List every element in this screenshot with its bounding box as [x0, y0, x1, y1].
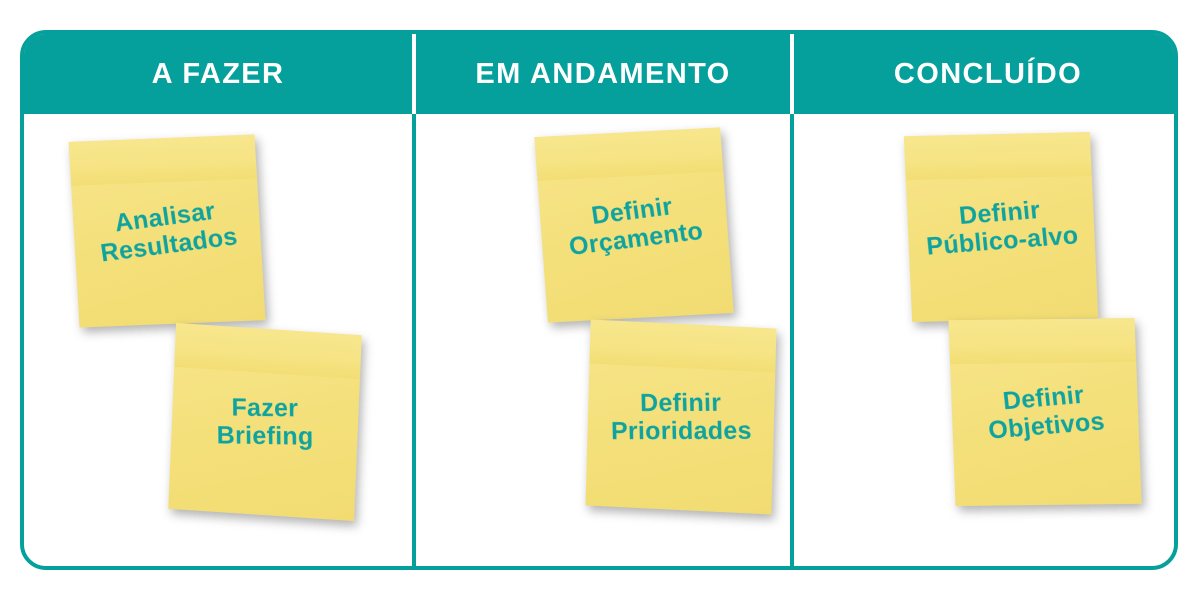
sticky-note[interactable]: Definir Orçamento — [534, 127, 734, 323]
note-label: Definir Público-alvo — [925, 196, 1080, 261]
note-label: Definir Prioridades — [610, 388, 753, 446]
sticky-note[interactable]: Definir Público-alvo — [903, 131, 1099, 323]
note-label: Definir Orçamento — [567, 192, 705, 261]
note-label: Definir Objetivos — [986, 380, 1107, 445]
column-title: EM ANDAMENTO — [475, 57, 731, 90]
kanban-header: A FAZER EM ANDAMENTO CONCLUÍDO — [24, 34, 1174, 114]
note-top-band — [903, 131, 1092, 181]
column-divider — [790, 114, 794, 566]
column-header-concluido[interactable]: CONCLUÍDO — [794, 34, 1174, 114]
column-a-fazer[interactable]: Analisar Resultados Fazer Briefing — [24, 114, 412, 566]
note-top-band — [534, 127, 724, 181]
note-top-band — [68, 134, 258, 186]
column-divider — [412, 114, 416, 566]
kanban-board: A FAZER EM ANDAMENTO CONCLUÍDO Analisar … — [20, 30, 1178, 570]
note-top-band — [589, 319, 777, 373]
column-header-em-andamento[interactable]: EM ANDAMENTO — [416, 34, 790, 114]
header-divider — [790, 34, 794, 114]
sticky-note[interactable]: Analisar Resultados — [68, 134, 266, 328]
column-em-andamento[interactable]: Definir Orçamento Definir Prioridades — [416, 114, 790, 566]
column-title: CONCLUÍDO — [893, 57, 1083, 90]
note-label: Fazer Briefing — [216, 393, 314, 451]
sticky-note[interactable]: Definir Objetivos — [948, 317, 1142, 507]
column-title: A FAZER — [151, 57, 285, 90]
header-divider — [412, 34, 416, 114]
note-top-band — [948, 317, 1137, 365]
sticky-note[interactable]: Definir Prioridades — [585, 319, 777, 515]
column-concluido[interactable]: Definir Público-alvo Definir Objetivos — [794, 114, 1174, 566]
note-label: Analisar Resultados — [98, 196, 240, 268]
note-top-band — [174, 322, 362, 380]
column-header-a-fazer[interactable]: A FAZER — [24, 34, 412, 114]
sticky-note[interactable]: Fazer Briefing — [168, 322, 362, 522]
kanban-columns: Analisar Resultados Fazer Briefing Defin… — [24, 114, 1174, 566]
